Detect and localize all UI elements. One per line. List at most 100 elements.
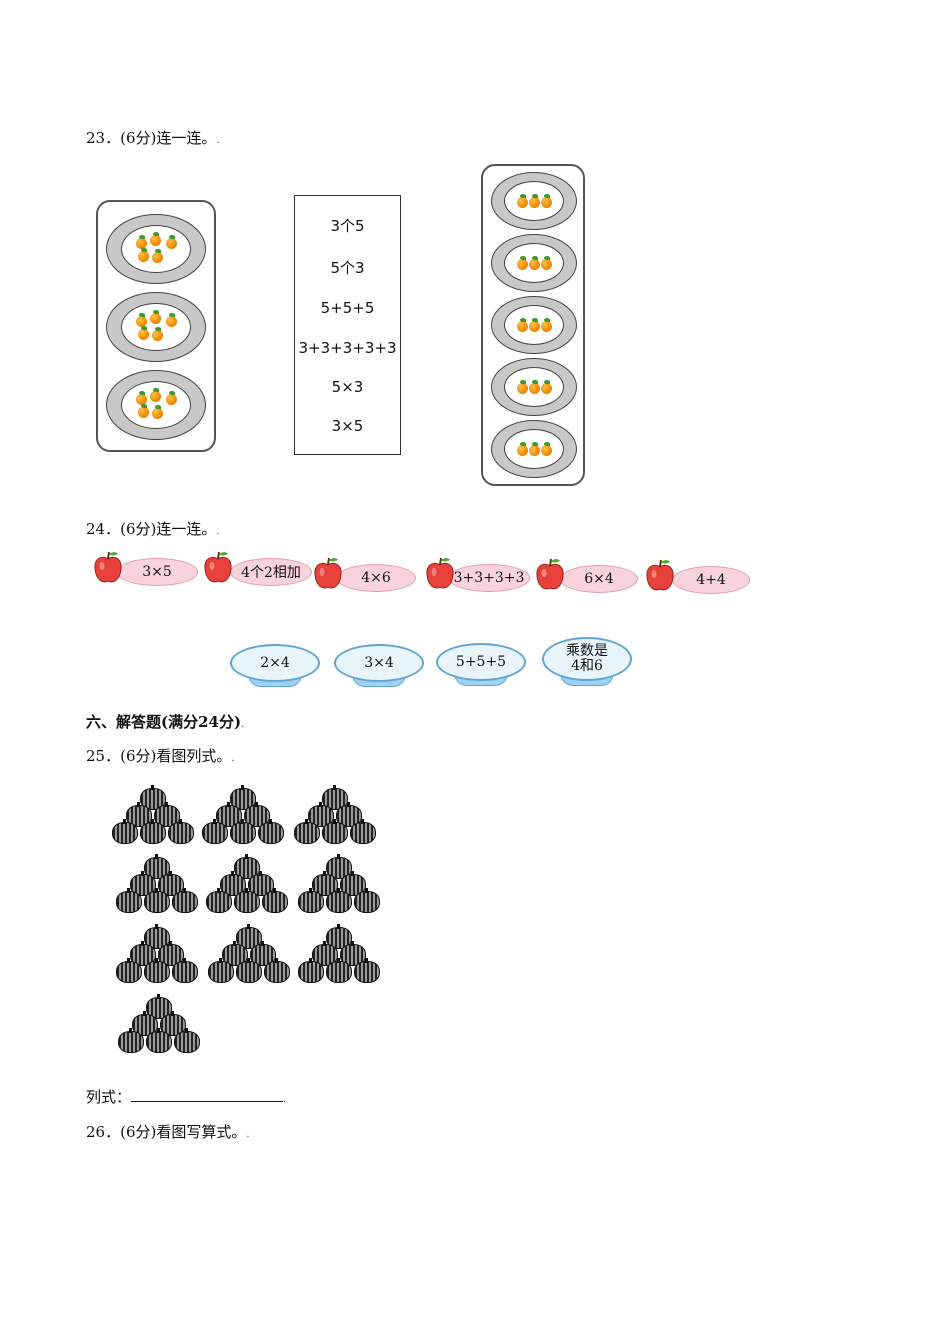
expression-item[interactable]: 3个5 <box>330 216 365 235</box>
pumpkin-icon <box>298 888 324 913</box>
pumpkin-icon <box>322 785 348 810</box>
pumpkin-pile <box>114 854 198 913</box>
pumpkin-icon <box>222 941 248 966</box>
orange-icon <box>529 380 540 394</box>
dish-expression: 3×4 <box>334 644 424 682</box>
orange-icon <box>541 442 552 456</box>
pumpkin-icon <box>158 871 184 896</box>
apple-icon <box>94 551 122 583</box>
pumpkin-icon <box>172 888 198 913</box>
expression-item[interactable]: 5×3 <box>331 377 364 396</box>
apple-card[interactable]: 3+3+3+3 <box>424 556 530 596</box>
pumpkin-icon <box>326 924 352 949</box>
orange-icon <box>529 256 540 270</box>
pumpkin-icon <box>312 871 338 896</box>
plate <box>491 172 577 230</box>
answer-blank[interactable] <box>131 1087 284 1102</box>
orange-icon <box>152 405 163 419</box>
orange-icon <box>136 313 147 327</box>
dish[interactable]: 3×4 <box>334 644 424 692</box>
pumpkin-icon <box>322 819 348 844</box>
apple-card[interactable]: 3×5 <box>92 550 202 590</box>
orange-icon <box>517 318 528 332</box>
pumpkin-pile <box>200 785 284 844</box>
orange-icon <box>517 256 528 270</box>
pumpkin-icon <box>202 819 228 844</box>
dish[interactable]: 5+5+5 <box>436 643 526 691</box>
apple-expression: 4×6 <box>336 564 416 592</box>
orange-icon <box>166 391 177 405</box>
apple-card[interactable]: 4+4 <box>644 558 752 598</box>
pumpkin-icon <box>160 1011 186 1036</box>
apple-icon <box>204 551 232 583</box>
section-title: 六、解答题(满分24分). <box>86 713 245 731</box>
orange-icon <box>517 194 528 208</box>
expression-item[interactable]: 3×5 <box>331 417 364 436</box>
dish-expression: 2×4 <box>230 644 320 682</box>
pumpkin-icon <box>294 819 320 844</box>
expression-item[interactable]: 5+5+5 <box>320 299 375 318</box>
pumpkin-pile <box>116 994 200 1053</box>
apple-card[interactable]: 4个2相加 <box>202 550 312 590</box>
orange-icon <box>541 380 552 394</box>
dish[interactable]: 乘数是 4和6 <box>542 637 632 691</box>
apple-card[interactable]: 4×6 <box>312 556 418 596</box>
pumpkin-icon <box>112 819 138 844</box>
pumpkin-icon <box>340 871 366 896</box>
pumpkin-icon <box>262 888 288 913</box>
orange-icon <box>541 194 552 208</box>
pumpkin-icon <box>354 958 380 983</box>
pumpkin-icon <box>140 785 166 810</box>
apple-icon <box>536 558 564 590</box>
pumpkin-icon <box>326 854 352 879</box>
orange-icon <box>138 404 149 418</box>
orange-icon <box>529 318 540 332</box>
pumpkin-icon <box>234 888 260 913</box>
pumpkin-pile <box>114 924 198 983</box>
q26-title: 26．(6分)看图写算式。. <box>86 1123 250 1141</box>
apple-icon <box>426 557 454 589</box>
pumpkin-icon <box>216 802 242 827</box>
apple-card[interactable]: 6×4 <box>534 557 640 597</box>
orange-icon <box>541 318 552 332</box>
right-plate-tray <box>481 164 585 486</box>
apple-icon <box>314 557 342 589</box>
pumpkin-icon <box>146 994 172 1019</box>
pumpkin-icon <box>264 958 290 983</box>
q25-title: 25．(6分)看图列式。. <box>86 747 235 765</box>
pumpkin-icon <box>116 888 142 913</box>
plate <box>106 370 206 440</box>
pumpkin-icon <box>326 958 352 983</box>
orange-icon <box>138 248 149 262</box>
orange-icon <box>150 232 161 246</box>
dish[interactable]: 2×4 <box>230 644 320 692</box>
pumpkin-icon <box>126 802 152 827</box>
expression-item[interactable]: 3+3+3+3+3 <box>298 338 397 357</box>
pumpkin-icon <box>132 1011 158 1036</box>
orange-icon <box>517 380 528 394</box>
dish-expression: 5+5+5 <box>436 643 526 681</box>
pumpkin-pile <box>110 785 194 844</box>
orange-icon <box>517 442 528 456</box>
plate <box>491 234 577 292</box>
pumpkin-icon <box>236 958 262 983</box>
pumpkin-icon <box>340 941 366 966</box>
pumpkin-pile <box>296 854 380 913</box>
orange-icon <box>166 235 177 249</box>
apple-expression: 4个2相加 <box>230 558 312 586</box>
plate <box>491 358 577 416</box>
pumpkin-icon <box>326 888 352 913</box>
pumpkin-icon <box>130 871 156 896</box>
plate <box>491 420 577 478</box>
pumpkin-pile <box>292 785 376 844</box>
pumpkin-icon <box>220 871 246 896</box>
apple-expression: 3+3+3+3 <box>448 564 530 592</box>
q23-title: 23．(6分)连一连。. <box>86 129 220 147</box>
pumpkin-icon <box>146 1028 172 1053</box>
pumpkin-pile <box>204 854 288 913</box>
pumpkin-icon <box>354 888 380 913</box>
plate <box>106 214 206 284</box>
dish-expression: 乘数是 4和6 <box>542 637 632 681</box>
pumpkin-icon <box>144 924 170 949</box>
expression-item[interactable]: 5个3 <box>330 258 365 277</box>
